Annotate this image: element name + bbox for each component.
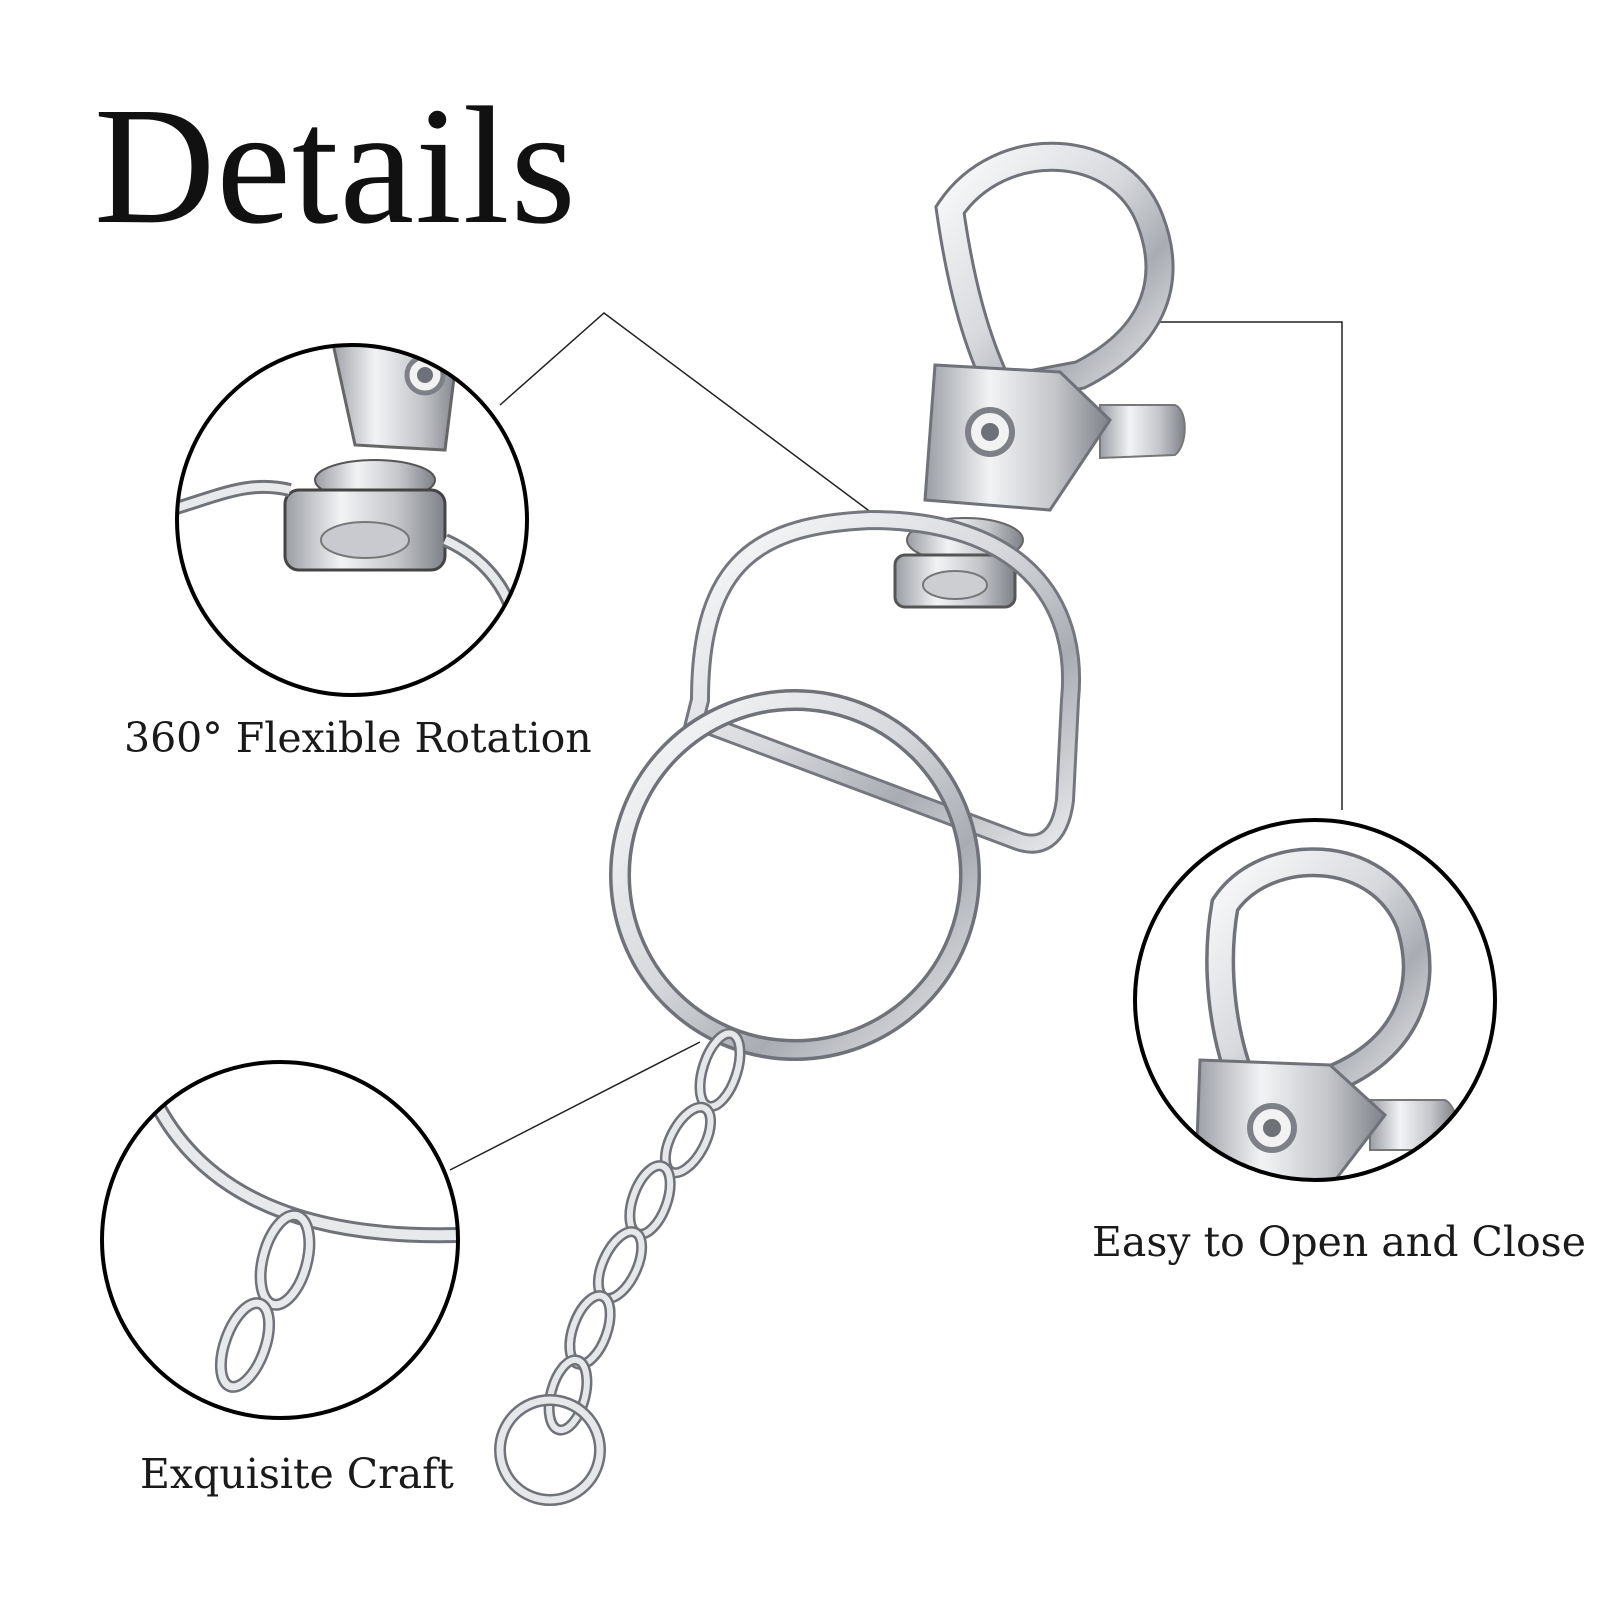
page-title: Details (94, 73, 577, 259)
connector-lines (449, 312, 1343, 1171)
swivel-joint (893, 517, 1024, 609)
split-ring (609, 689, 981, 1061)
feature-caption-craft: Exquisite Craft (140, 1450, 454, 1498)
feature-caption-rotation: 360° Flexible Rotation (124, 714, 592, 762)
detail-circle-open-close (1133, 818, 1497, 1182)
connector-craft (449, 1041, 701, 1171)
clasp-hook (923, 141, 1186, 512)
d-ring (683, 509, 1081, 854)
chain (494, 1027, 746, 1506)
main-keychain (494, 141, 1186, 1506)
connector-open (1150, 321, 1343, 810)
detail-circle-craft (100, 1060, 460, 1420)
detail-circle-rotation (175, 343, 529, 697)
connector-rotation (499, 312, 873, 514)
feature-caption-open-close: Easy to Open and Close (1092, 1218, 1586, 1266)
